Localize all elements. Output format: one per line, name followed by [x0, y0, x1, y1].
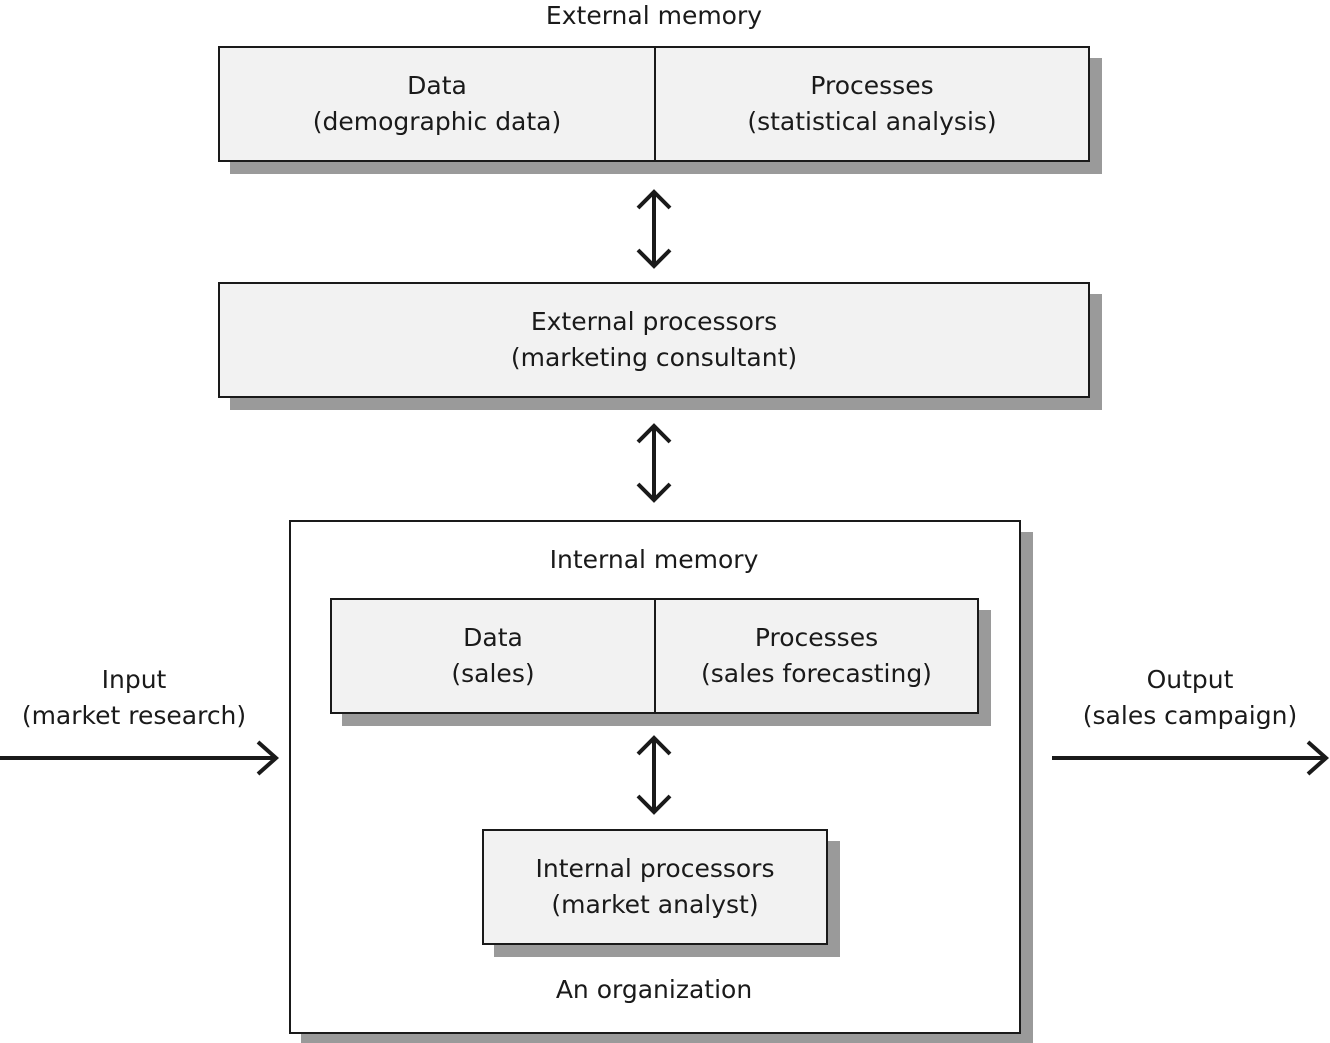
input-example: (market research): [21, 701, 247, 730]
output-arrow-icon: [1052, 740, 1330, 776]
internal-data-example: (sales): [451, 659, 535, 688]
output-label: Output: [1146, 665, 1234, 694]
internal-processes-cell: Processes (sales forecasting): [656, 600, 977, 712]
external-memory-divider: [654, 48, 656, 160]
internal-processors-example: (market analyst): [551, 890, 759, 919]
internal-processors-label: Internal processors: [535, 854, 775, 883]
external-data-example: (demographic data): [312, 107, 562, 136]
internal-data-label: Data: [463, 623, 523, 652]
output-example: (sales campaign): [1082, 701, 1298, 730]
external-processes-label: Processes: [810, 71, 934, 100]
external-processes-cell: Processes (statistical analysis): [656, 48, 1088, 160]
internal-memory-box: Data (sales) Processes (sales forecastin…: [330, 598, 979, 714]
internal-memory-title: Internal memory: [549, 545, 759, 574]
internal-processes-example: (sales forecasting): [701, 659, 932, 688]
external-memory-title: External memory: [545, 1, 763, 30]
double-arrow-icon: [636, 423, 672, 503]
internal-data-cell: Data (sales): [332, 600, 654, 712]
input-arrow-icon: [0, 740, 280, 776]
double-arrow-icon: [636, 735, 672, 815]
internal-processes-label: Processes: [754, 623, 879, 652]
input-label: Input: [101, 665, 167, 694]
external-processors-box: External processors (marketing consultan…: [218, 282, 1090, 398]
external-processes-example: (statistical analysis): [747, 107, 997, 136]
internal-memory-divider: [654, 600, 656, 712]
external-processors-label: External processors: [530, 307, 778, 336]
external-data-label: Data: [407, 71, 467, 100]
external-data-cell: Data (demographic data): [220, 48, 654, 160]
external-processors-example: (marketing consultant): [510, 343, 798, 372]
internal-processors-box: Internal processors (market analyst): [482, 829, 828, 945]
double-arrow-icon: [636, 189, 672, 269]
external-memory-box: Data (demographic data) Processes (stati…: [218, 46, 1090, 162]
organization-caption: An organization: [555, 975, 753, 1004]
